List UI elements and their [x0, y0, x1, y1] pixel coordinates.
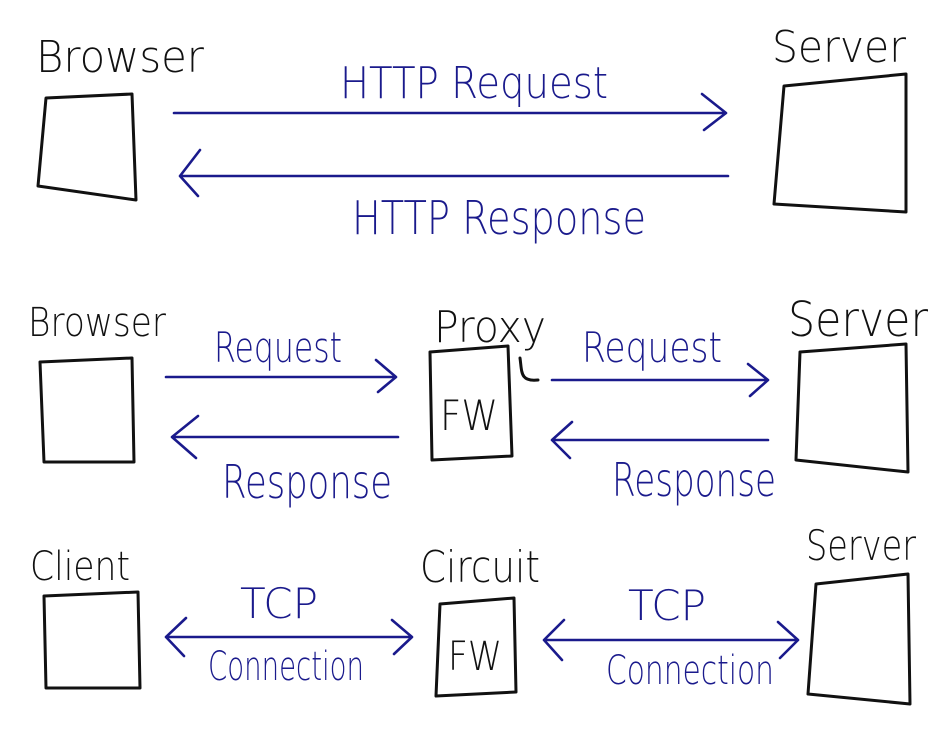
row2-proxy-label: Proxy [434, 302, 546, 353]
row1-server-label: Server [772, 22, 907, 73]
row3-client-label: Client [30, 544, 130, 590]
row2-right-response-arrow [550, 420, 770, 460]
row3-circuit-label: Circuit [420, 542, 540, 593]
row2-left-response-label: Response [222, 455, 392, 509]
row3-left-tcp-label: TCP [240, 579, 318, 628]
row3-server-label: Server [806, 521, 917, 570]
row3-right-tcp-label: TCP [628, 581, 706, 630]
row1-browser-label: Browser [36, 32, 205, 83]
row1-response-arrow [178, 148, 730, 198]
row2-proxy-stroke [518, 356, 540, 382]
row1-response-label: HTTP Response [352, 191, 646, 245]
row2-server-box [794, 342, 910, 474]
row3-left-connection-label: Connection [208, 644, 364, 690]
row2-right-request-arrow [550, 362, 770, 398]
row2-browser-label: Browser [28, 300, 166, 346]
row3-fw-label: FW [448, 634, 502, 680]
row3-client-box [42, 590, 142, 690]
row3-server-box [806, 572, 912, 706]
row2-fw-box [428, 344, 514, 462]
row3-left-connection-arrow [164, 616, 414, 658]
row3-fw-box [434, 596, 518, 698]
row2-left-request-arrow [164, 358, 398, 394]
row2-right-response-label: Response [612, 453, 776, 507]
row1-request-label: HTTP Request [340, 58, 608, 109]
row1-request-arrow [172, 92, 728, 132]
row2-left-request-label: Request [214, 323, 342, 372]
row2-server-label: Server [788, 292, 928, 348]
row3-right-connection-arrow [542, 618, 800, 662]
row2-right-request-label: Request [582, 323, 722, 372]
row2-browser-box [38, 356, 136, 464]
row1-server-box [772, 72, 908, 214]
row2-fw-label: FW [440, 391, 498, 440]
row3-right-connection-label: Connection [606, 648, 774, 694]
row2-left-response-arrow [170, 414, 400, 460]
row1-browser-box [36, 92, 138, 202]
